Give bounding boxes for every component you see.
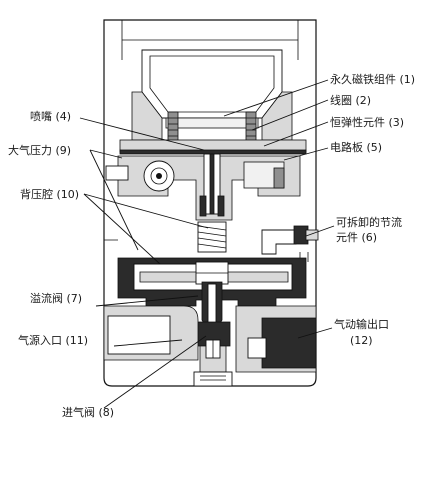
throttle-element — [261, 225, 319, 262]
elastic-element — [119, 139, 307, 155]
air-supply-inlet-port — [103, 305, 199, 361]
label-atmospheric-pressure: 大气压力 (9) — [8, 143, 71, 157]
magnet-assembly — [131, 49, 293, 141]
label-removable-throttle-2: 元件 (6) — [336, 231, 377, 244]
label-permanent-magnet: 永久磁铁组件 (1) — [330, 72, 415, 86]
label-coil: 线圈 (2) — [330, 93, 371, 107]
label-pneumatic-outlet-2: (12) — [350, 334, 373, 347]
nozzle — [199, 153, 225, 217]
inlet-valve — [193, 339, 233, 387]
labels: 永久磁铁组件 (1) 线圈 (2) 恒弹性元件 (3) 电路板 (5) 喷嘴 (… — [8, 72, 415, 419]
overflow-valve — [193, 281, 231, 347]
label-air-supply-inlet: 气源入口 (11) — [18, 333, 88, 347]
label-overflow-valve: 溢流阀 (7) — [30, 291, 82, 305]
label-pneumatic-outlet-1: 气动输出口 — [334, 317, 389, 331]
pneumatic-outlet-port — [235, 305, 317, 373]
label-circuit-board: 电路板 (5) — [330, 140, 382, 154]
label-elastic-element: 恒弹性元件 (3) — [330, 115, 404, 129]
label-inlet-valve: 进气阀 (8) — [62, 405, 114, 419]
label-removable-throttle-1: 可拆卸的节流 — [336, 215, 402, 229]
coil — [167, 111, 257, 143]
label-back-pressure-chamber: 背压腔 (10) — [20, 187, 79, 201]
leader-lines — [79, 79, 335, 409]
label-nozzle: 喷嘴 (4) — [30, 110, 71, 123]
spring — [197, 221, 227, 253]
